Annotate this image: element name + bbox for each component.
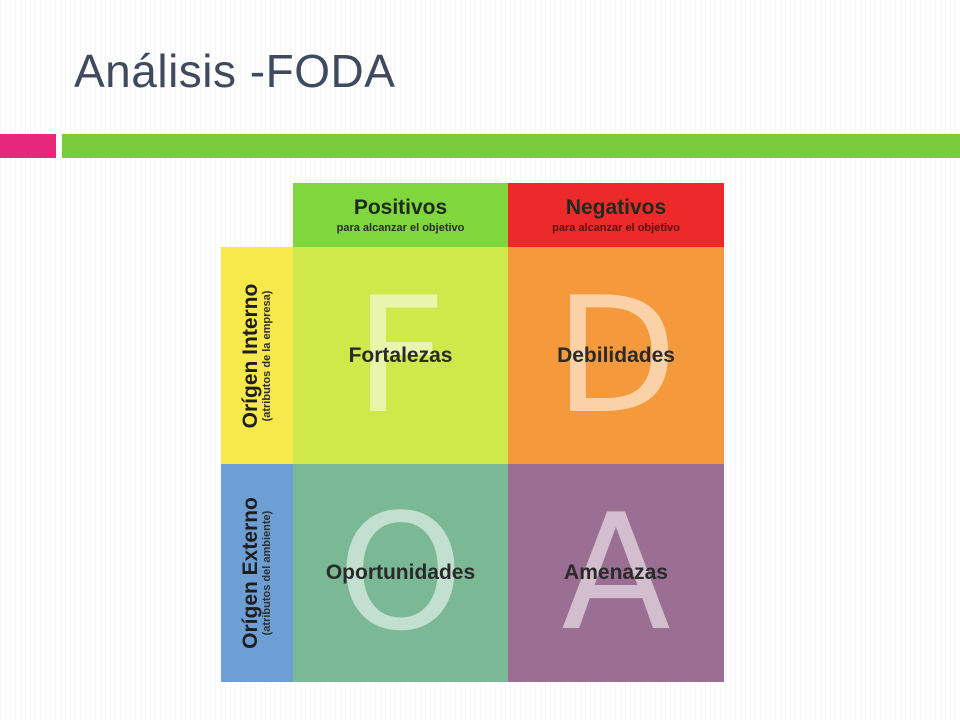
accent-bar-pink (0, 134, 56, 158)
header-negativos-title: Negativos (565, 196, 667, 220)
side-origen-interno-label: Orígen Interno (atributos de la empresa) (239, 283, 274, 428)
slide-title: Análisis -FODA (74, 45, 396, 97)
letter-d-watermark: D (554, 261, 678, 449)
side-origen-externo-subtitle: (atributos del ambiente) (261, 510, 274, 636)
header-positivos: Positivos para alcanzar el objetivo (293, 183, 508, 247)
foda-matrix: Positivos para alcanzar el objetivo Nega… (221, 183, 724, 682)
side-origen-externo: Orígen Externo (atributos del ambiente) (221, 464, 293, 682)
letter-f-watermark: F (354, 261, 447, 449)
side-origen-externo-label: Orígen Externo (atributos del ambiente) (239, 497, 274, 649)
header-negativos-subtitle: para alcanzar el objetivo (552, 221, 680, 234)
quadrant-fortalezas-label: Fortalezas (348, 343, 453, 367)
quadrant-oportunidades-label: Oportunidades (325, 561, 476, 584)
quadrant-debilidades: D Debilidades (508, 247, 724, 464)
quadrant-fortalezas: F Fortalezas (293, 247, 508, 464)
quadrant-amenazas: A Amenazas (508, 464, 724, 682)
letter-o-watermark: O (337, 479, 464, 666)
header-positivos-title: Positivos (353, 196, 448, 220)
side-origen-interno-title: Orígen Interno (239, 283, 263, 428)
side-origen-interno-subtitle: (atributos de la empresa) (261, 290, 274, 421)
quadrant-amenazas-label: Amenazas (564, 561, 668, 584)
quadrant-oportunidades: O Oportunidades (293, 464, 508, 682)
header-negativos: Negativos para alcanzar el objetivo (508, 183, 724, 247)
side-origen-interno: Orígen Interno (atributos de la empresa) (221, 247, 293, 464)
side-origen-externo-title: Orígen Externo (239, 497, 263, 649)
letter-a-watermark: A (561, 479, 671, 666)
accent-bar-green (62, 134, 960, 158)
quadrant-debilidades-label: Debilidades (557, 343, 675, 367)
header-positivos-subtitle: para alcanzar el objetivo (336, 221, 465, 234)
